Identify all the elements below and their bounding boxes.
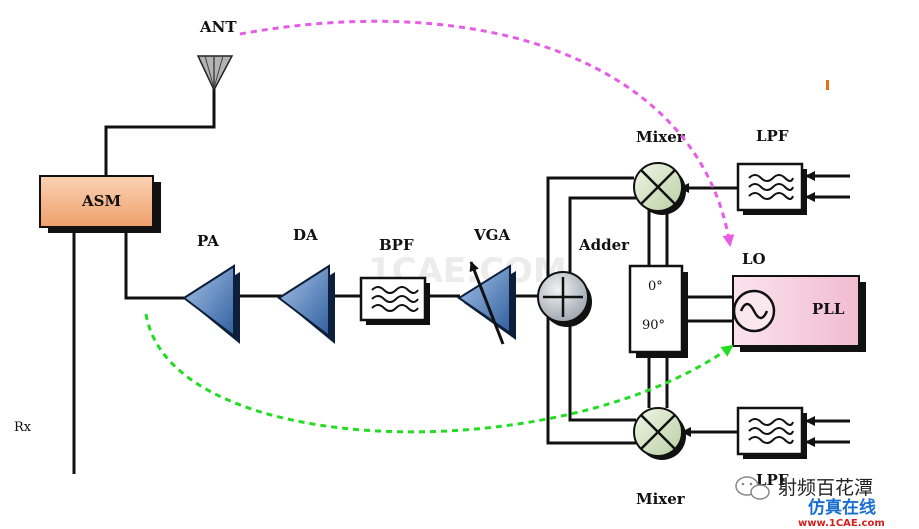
mixer-bottom bbox=[633, 407, 686, 460]
wires bbox=[72, 88, 738, 474]
lpf-bottom-label: LPF bbox=[756, 471, 789, 489]
antenna-icon bbox=[196, 55, 234, 92]
orange-mark bbox=[826, 80, 829, 90]
filter-wave-icon bbox=[748, 174, 794, 200]
phase-0-label: 0° bbox=[648, 279, 663, 294]
filter-wave-icon bbox=[371, 286, 419, 312]
antenna bbox=[196, 55, 234, 92]
asm-block bbox=[39, 175, 161, 233]
pa-amplifier bbox=[182, 264, 240, 344]
pll-block bbox=[732, 275, 866, 352]
pll-label: PLL bbox=[812, 300, 845, 318]
da-label: DA bbox=[293, 226, 318, 244]
mixer-top-label: Mixer bbox=[636, 128, 686, 146]
lpf-bottom bbox=[736, 406, 807, 459]
adder-to-bottom-mixer-wire-outer bbox=[546, 296, 636, 445]
vga-amplifier bbox=[457, 261, 516, 345]
watermark-brand-line1: 射频百花潭 bbox=[778, 477, 873, 499]
phase-90-label: 90° bbox=[642, 318, 665, 333]
lpf-input-arrows bbox=[805, 171, 850, 447]
lpf-top-label: LPF bbox=[756, 127, 789, 145]
da-amplifier bbox=[277, 264, 335, 344]
variable-gain-arrow-icon bbox=[469, 261, 505, 345]
phase-shifter bbox=[628, 264, 688, 358]
mixer-bottom-label: Mixer bbox=[636, 490, 686, 508]
asm-to-pa-wire bbox=[124, 231, 186, 300]
mixer-top bbox=[633, 162, 686, 215]
antenna-feed-wire bbox=[104, 88, 216, 176]
filter-wave-icon bbox=[748, 418, 794, 444]
wechat-icon bbox=[735, 476, 770, 500]
asm-label: ASM bbox=[81, 192, 121, 210]
lpf-top bbox=[736, 162, 807, 215]
pa-label: PA bbox=[197, 232, 219, 250]
watermark-brand: 射频百花潭 仿真在线 www.1CAE.com bbox=[735, 476, 885, 529]
adder-summer bbox=[537, 271, 592, 327]
green-flow-arrow bbox=[144, 313, 734, 434]
adder-to-top-mixer-wire-inner bbox=[568, 196, 636, 290]
vga-label: VGA bbox=[473, 226, 510, 244]
bpf-label: BPF bbox=[379, 236, 414, 254]
rx-label: Rx bbox=[14, 420, 32, 435]
adder-to-bottom-mixer-wire-inner bbox=[568, 302, 636, 422]
adder-label: Adder bbox=[578, 236, 630, 254]
bpf-filter bbox=[359, 276, 430, 325]
lo-label: LO bbox=[742, 250, 766, 268]
ant-label: ANT bbox=[199, 18, 237, 36]
magenta-flow-arrow bbox=[239, 19, 735, 247]
watermark-site: www.1CAE.com bbox=[798, 518, 885, 529]
watermark-brand-line2: 仿真在线 bbox=[808, 497, 876, 518]
adder-to-top-mixer-wire-outer bbox=[546, 176, 634, 296]
